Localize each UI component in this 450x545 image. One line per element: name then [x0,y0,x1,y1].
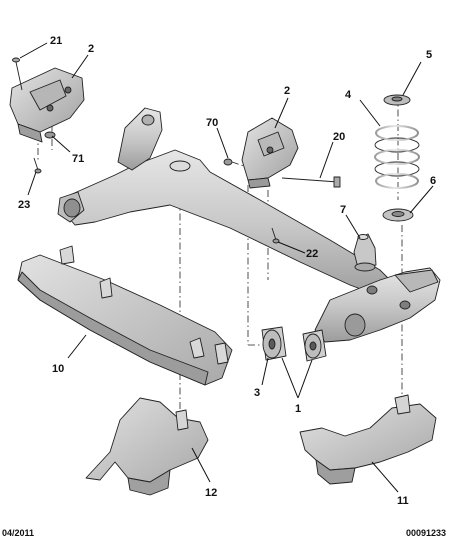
callout-11: 11 [397,495,409,507]
bolt-23 [33,157,42,174]
callout-21: 21 [50,35,62,47]
callout-4: 4 [345,89,352,101]
callout-5: 5 [426,49,432,61]
callout-labels: 21 2 71 23 2 70 20 22 5 4 6 7 10 3 1 12 … [18,35,436,507]
footer-date: 04/2011 [2,528,35,538]
callout-70: 70 [206,117,218,129]
callout-2-right: 2 [284,85,290,97]
callout-23: 23 [18,199,30,211]
callout-3: 3 [254,387,260,399]
bump-stop [353,233,377,272]
callout-6: 6 [430,175,436,187]
callout-2-left: 2 [88,43,94,55]
callout-20: 20 [333,131,345,143]
leader-lines [19,42,434,493]
right-mounting-bracket [241,117,299,189]
bolt-21 [12,57,23,91]
nut-70 [223,158,233,166]
left-lower-shield [85,397,209,496]
bolt-22 [271,227,280,244]
left-mounting-bracket [9,67,85,143]
upper-spring-seat [383,94,411,106]
footer-reference: 00091233 [405,528,446,538]
callout-10: 10 [52,363,64,375]
callout-7: 7 [340,204,346,216]
bushing-parts [261,326,327,362]
lower-spring-seat [382,208,414,222]
heat-shield [17,245,233,386]
bolt-20 [281,176,341,188]
coil-spring [374,125,420,189]
rear-axle-beam [57,107,441,343]
callout-1: 1 [295,403,301,415]
right-lower-shield [299,394,437,485]
callout-71: 71 [72,153,84,165]
callout-22: 22 [306,248,318,260]
callout-12: 12 [205,487,217,499]
